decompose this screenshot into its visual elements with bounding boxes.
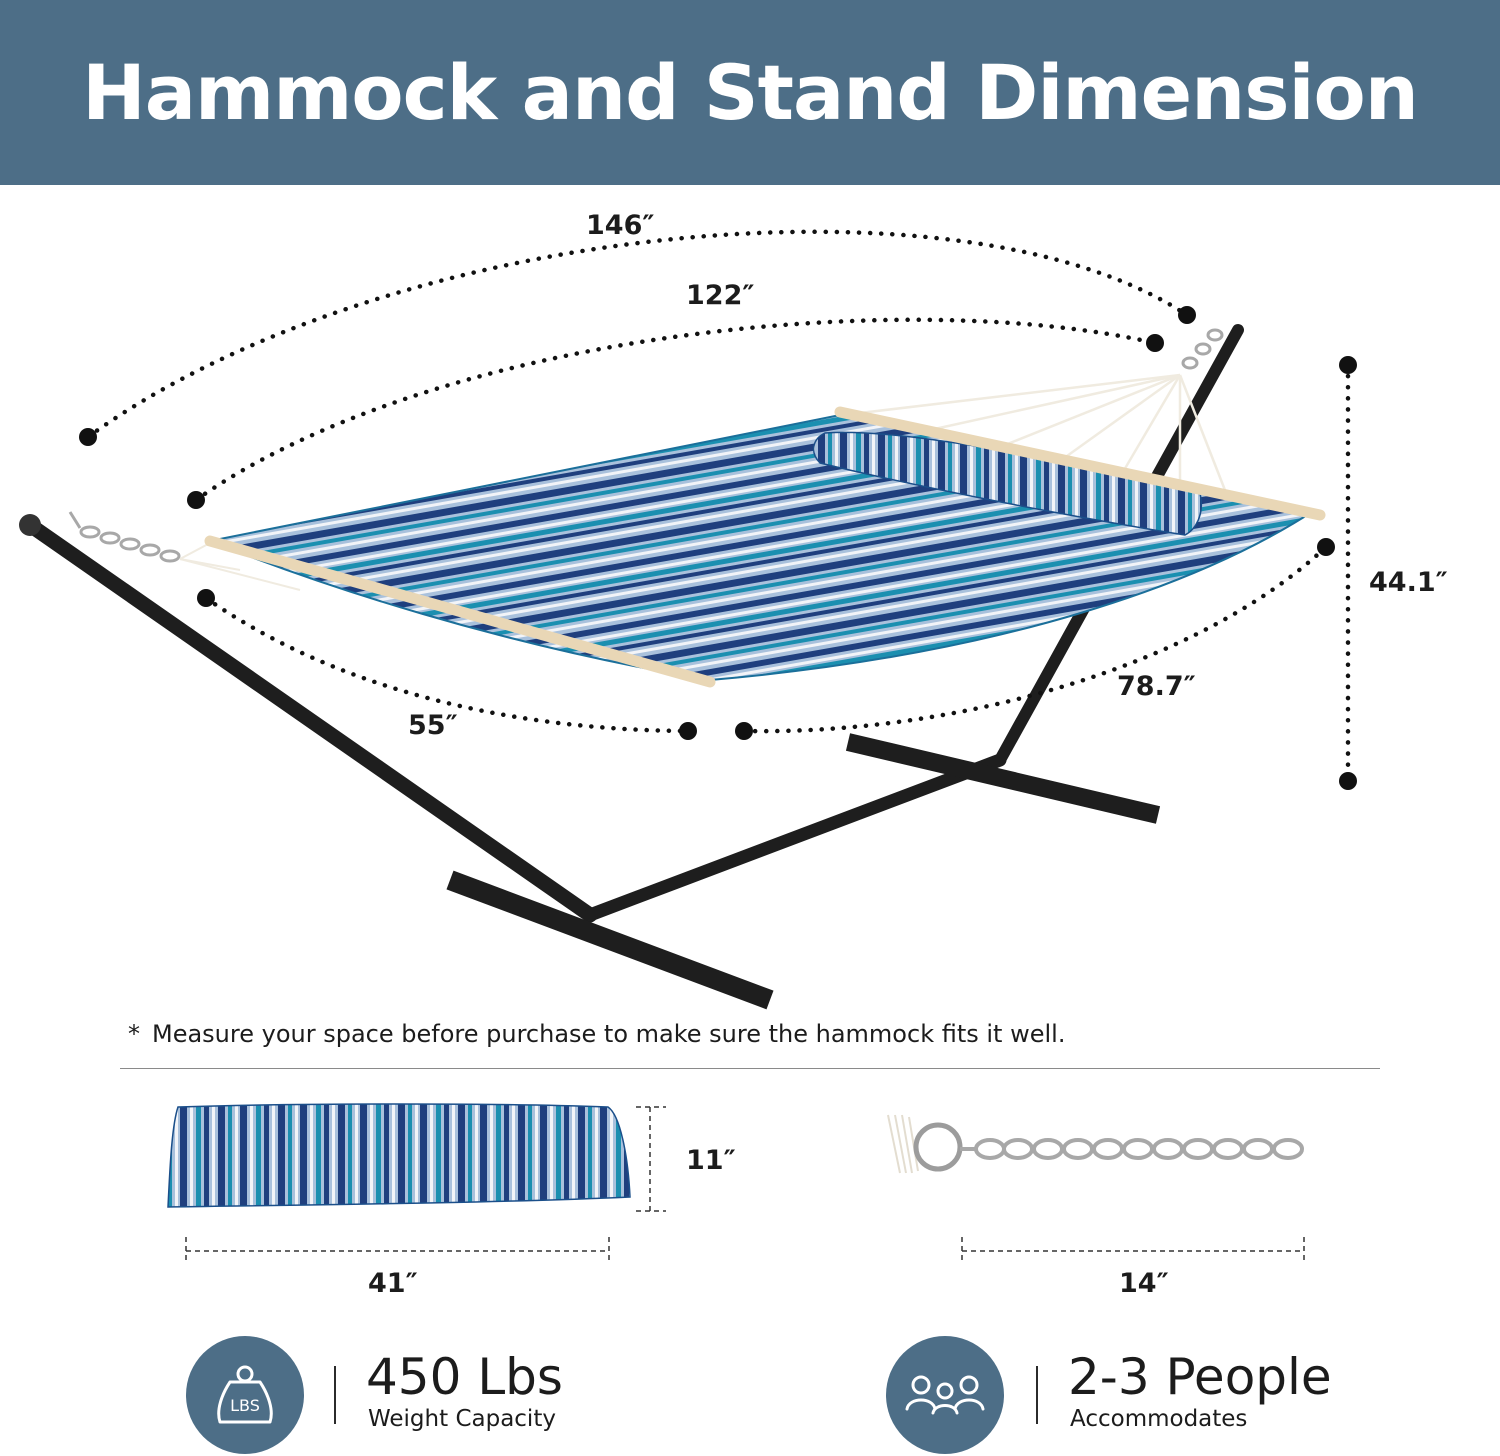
weight-value: 450 Lbs <box>366 1348 563 1406</box>
feature-weight-capacity: LBS 450 Lbs Weight Capacity <box>186 1336 606 1454</box>
stand-width-label: 78.7″ <box>1117 671 1196 702</box>
hammock-bed <box>206 413 1318 682</box>
overall-length-arc <box>85 229 1190 440</box>
chain-image <box>887 1114 1304 1174</box>
right-ropes <box>859 373 1232 504</box>
bed-width-label: 55″ <box>408 710 458 741</box>
people-label: Accommodates <box>1070 1406 1248 1432</box>
feature-divider <box>334 1366 336 1424</box>
bed-width-arc <box>203 595 691 734</box>
pillow-width-marker <box>185 1237 610 1263</box>
height-label: 44.1″ <box>1369 567 1448 598</box>
note-symbol: * <box>128 1020 140 1048</box>
header-banner: Hammock and Stand Dimension <box>0 0 1500 185</box>
weight-icon-text: LBS <box>230 1396 260 1415</box>
dimension-endpoints <box>79 306 1357 790</box>
note-text: Measure your space before purchase to ma… <box>152 1020 1066 1048</box>
right-spreader-bar <box>834 406 1326 521</box>
people-icon <box>905 1375 985 1415</box>
people-value: 2-3 People <box>1068 1348 1332 1406</box>
stand-left-foot <box>446 870 774 1010</box>
stand-left-arm <box>22 517 598 923</box>
weight-circle: LBS <box>186 1336 304 1454</box>
feature-divider <box>1036 1366 1038 1424</box>
weight-label: Weight Capacity <box>368 1406 556 1432</box>
left-ropes <box>179 542 301 591</box>
pillow-height-marker <box>636 1106 666 1212</box>
pillow-height-label: 11″ <box>686 1145 736 1176</box>
chain-length-label: 14″ <box>1119 1268 1169 1299</box>
stand-end-cap <box>19 514 41 536</box>
bed-length-arc <box>193 317 1158 503</box>
weight-icon: LBS <box>217 1365 273 1424</box>
chain-length-marker <box>961 1237 1305 1263</box>
hammock-illustration <box>19 229 1357 1010</box>
bed-length-label: 122″ <box>686 280 755 311</box>
stand-right-foot <box>845 733 1161 824</box>
people-circle <box>886 1336 1004 1454</box>
page-title: Hammock and Stand Dimension <box>82 48 1419 137</box>
feature-accommodates: 2-3 People Accommodates <box>886 1336 1346 1454</box>
divider <box>120 1068 1380 1069</box>
left-spreader-bar <box>204 535 716 688</box>
pillow-width-label: 41″ <box>368 1268 418 1299</box>
measure-note: * Measure your space before purchase to m… <box>128 1020 1065 1048</box>
stand-center-beam <box>583 753 1007 922</box>
overall-length-label: 146″ <box>586 210 655 241</box>
pillow-image <box>167 1103 631 1208</box>
left-chain <box>68 511 181 563</box>
right-chain <box>1181 328 1224 370</box>
accessories-illustration <box>167 1103 1305 1263</box>
